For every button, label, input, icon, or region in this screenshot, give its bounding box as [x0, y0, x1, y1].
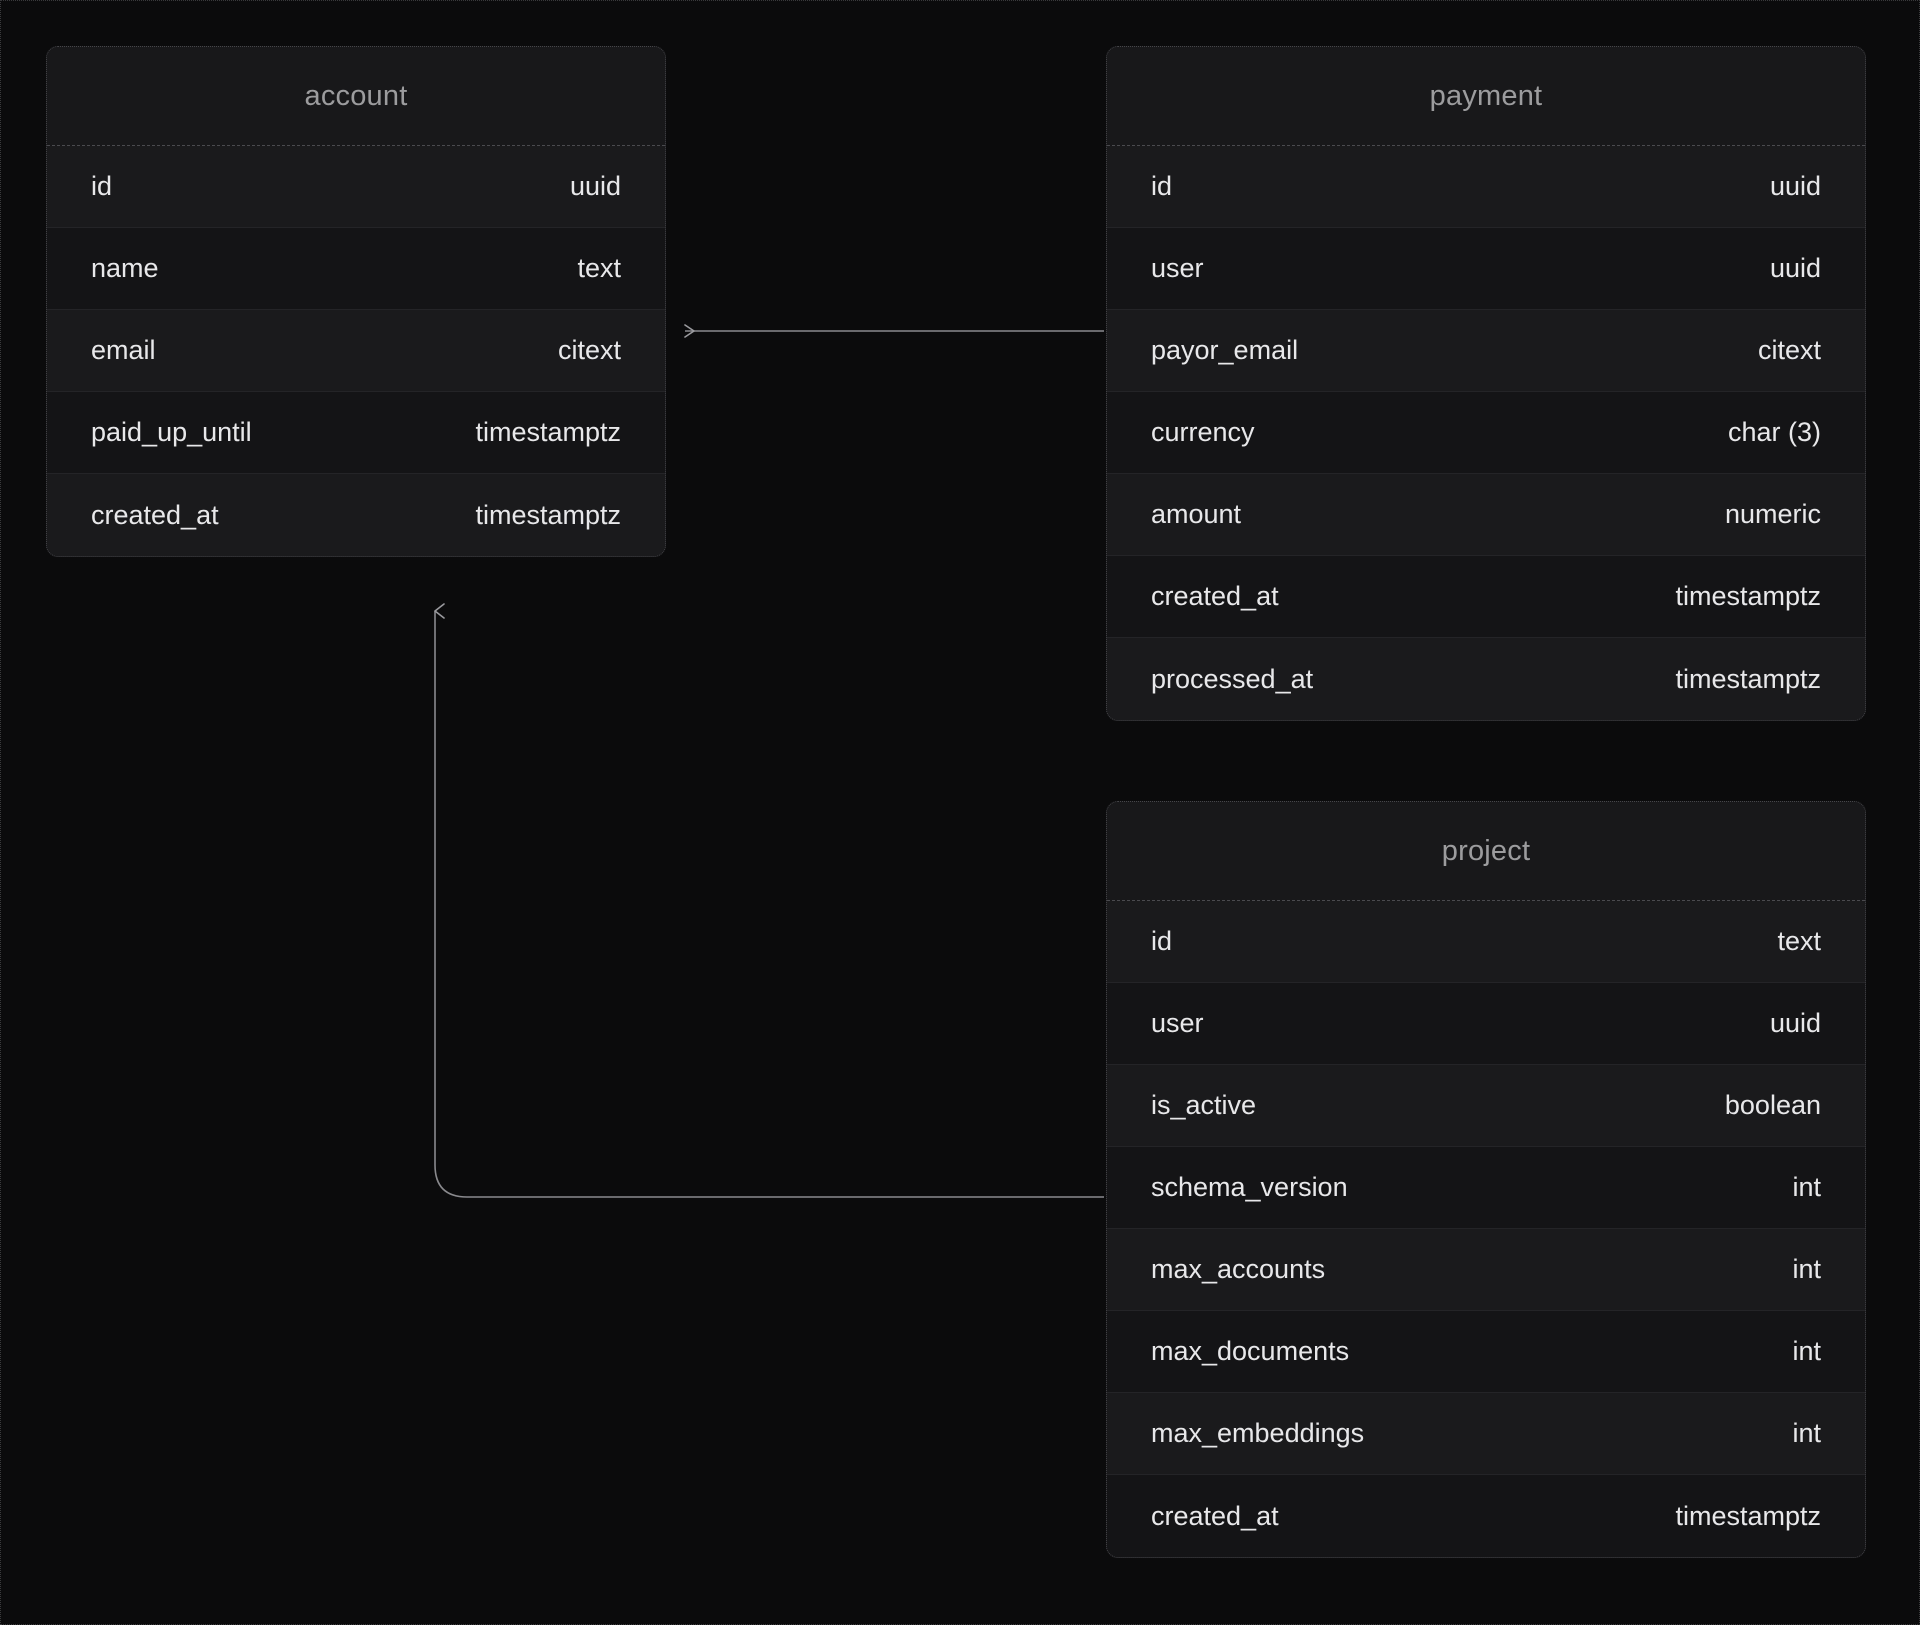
field-type: timestamptz	[1675, 663, 1821, 694]
field-name: processed_at	[1151, 663, 1314, 694]
table-row[interactable]: max_embeddings int	[1107, 1393, 1865, 1475]
table-row[interactable]: paid_up_until timestamptz	[47, 392, 665, 474]
field-type: text	[577, 253, 621, 283]
table-title-project: project	[1107, 802, 1865, 901]
field-type: int	[1792, 1254, 1821, 1284]
table-row[interactable]: payor_email citext	[1107, 310, 1865, 392]
table-row[interactable]: is_active boolean	[1107, 1065, 1865, 1147]
field-name: email	[91, 335, 156, 365]
table-row[interactable]: schema_version int	[1107, 1147, 1865, 1229]
field-type: int	[1792, 1172, 1821, 1202]
entity-table-project[interactable]: project id text user uuid is_active bool…	[1106, 801, 1866, 1558]
field-name: schema_version	[1151, 1172, 1348, 1202]
field-name: created_at	[1151, 581, 1279, 611]
table-row[interactable]: max_documents int	[1107, 1311, 1865, 1393]
field-name: max_embeddings	[1151, 1418, 1365, 1448]
field-name: payor_email	[1151, 335, 1299, 365]
field-name: user	[1151, 253, 1204, 283]
field-name: created_at	[1151, 1500, 1279, 1531]
field-type: int	[1792, 1336, 1821, 1366]
field-type: uuid	[1769, 253, 1821, 283]
field-name: max_documents	[1151, 1336, 1350, 1366]
table-row[interactable]: max_accounts int	[1107, 1229, 1865, 1311]
table-row[interactable]: currency char (3)	[1107, 392, 1865, 474]
table-row[interactable]: amount numeric	[1107, 474, 1865, 556]
field-type: timestamptz	[1675, 581, 1821, 611]
table-row[interactable]: user uuid	[1107, 228, 1865, 310]
table-row[interactable]: user uuid	[1107, 983, 1865, 1065]
field-type: char (3)	[1727, 417, 1821, 447]
field-name: id	[91, 171, 113, 201]
field-name: user	[1151, 1008, 1204, 1038]
field-name: name	[91, 253, 159, 283]
field-name: id	[1151, 926, 1173, 956]
field-type: citext	[557, 335, 621, 365]
entity-table-payment[interactable]: payment id uuid user uuid payor_email ci…	[1106, 46, 1866, 721]
field-type: uuid	[1769, 171, 1821, 201]
field-type: timestamptz	[475, 417, 621, 447]
connector-project-to-account	[434, 603, 1104, 1198]
field-type: uuid	[1769, 1008, 1821, 1038]
table-row[interactable]: created_at timestamptz	[1107, 1475, 1865, 1557]
field-type: int	[1792, 1418, 1821, 1448]
field-name: is_active	[1151, 1090, 1257, 1120]
field-type: timestamptz	[475, 499, 621, 530]
field-type: text	[1777, 926, 1821, 956]
table-title-payment: payment	[1107, 47, 1865, 146]
table-row[interactable]: processed_at timestamptz	[1107, 638, 1865, 720]
field-name: id	[1151, 171, 1173, 201]
field-name: amount	[1151, 499, 1242, 529]
table-row[interactable]: id uuid	[47, 146, 665, 228]
field-type: numeric	[1724, 499, 1821, 529]
field-type: timestamptz	[1675, 1500, 1821, 1531]
entity-table-account[interactable]: account id uuid name text email citext p…	[46, 46, 666, 557]
table-row[interactable]: name text	[47, 228, 665, 310]
table-row[interactable]: id uuid	[1107, 146, 1865, 228]
table-row[interactable]: created_at timestamptz	[1107, 556, 1865, 638]
field-name: max_accounts	[1151, 1254, 1326, 1284]
field-name: currency	[1151, 417, 1255, 447]
field-type: citext	[1757, 335, 1821, 365]
field-name: created_at	[91, 499, 219, 530]
table-row[interactable]: id text	[1107, 901, 1865, 983]
table-row[interactable]: email citext	[47, 310, 665, 392]
field-name: paid_up_until	[91, 417, 252, 447]
field-type: boolean	[1724, 1090, 1821, 1120]
table-row[interactable]: created_at timestamptz	[47, 474, 665, 556]
field-type: uuid	[569, 171, 621, 201]
table-title-account: account	[47, 47, 665, 146]
